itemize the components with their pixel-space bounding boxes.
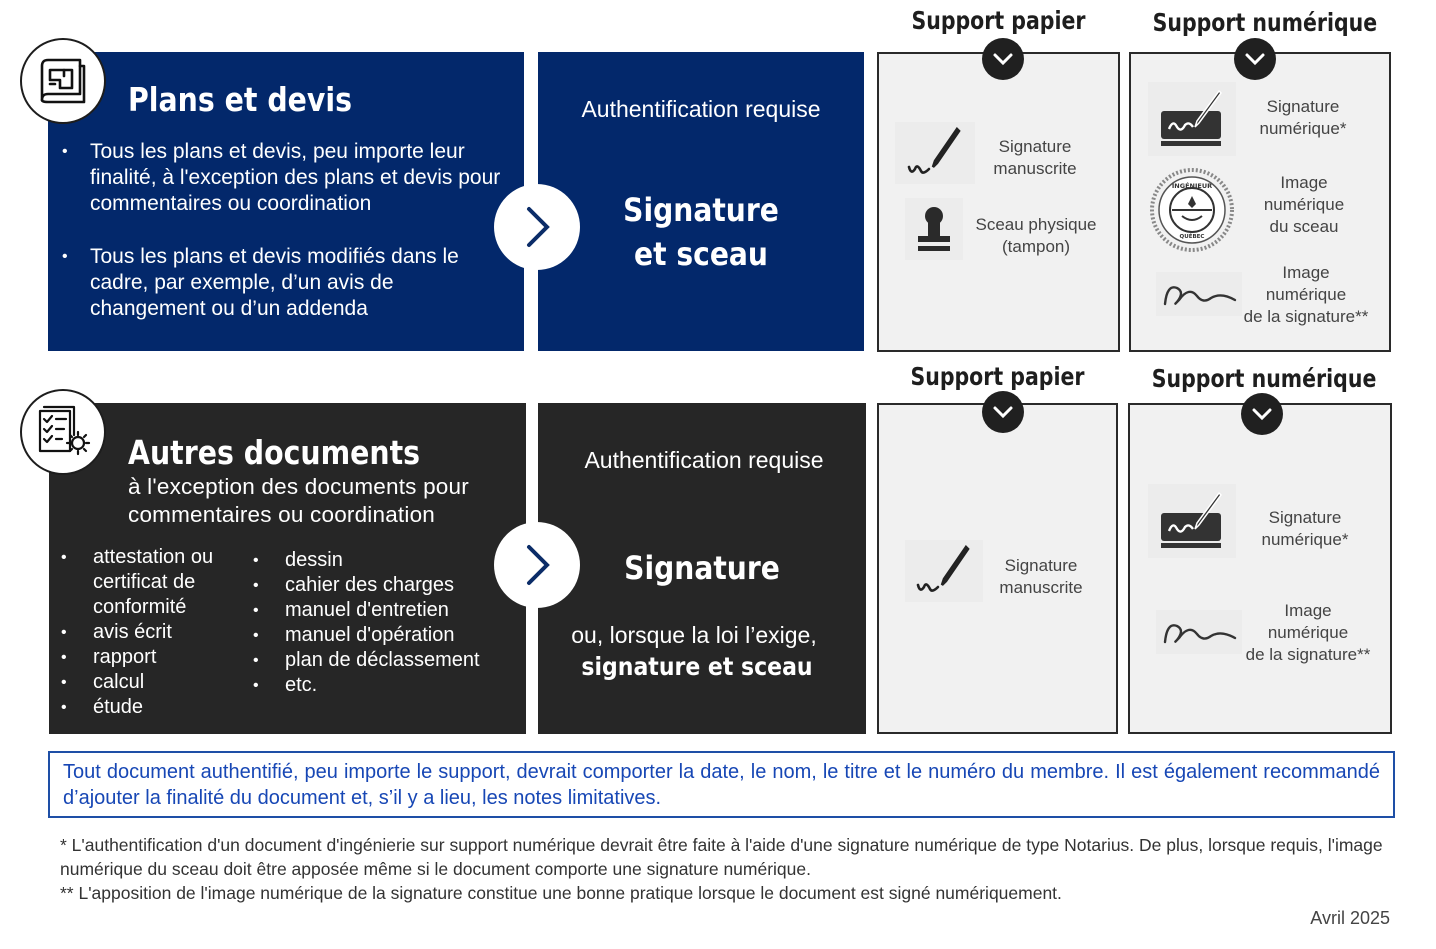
list-item: manuel d'entretien (241, 598, 511, 623)
arrow-circle-1 (494, 184, 580, 270)
section2-subtitle: à l'exception des documents pour comment… (128, 474, 469, 527)
digital-panel-2 (1128, 403, 1392, 734)
footnote-2: ** L'apposition de l'image numérique de … (60, 883, 1062, 903)
digital-signature-icon (1148, 82, 1236, 156)
paper-header-1: Support papier (911, 6, 1086, 35)
chevron-down-icon (1234, 38, 1276, 80)
list-item: rapport (49, 645, 249, 670)
list-item: etc. (241, 673, 511, 698)
documents-icon-badge (20, 389, 106, 475)
list-item: cahier des charges (241, 573, 511, 598)
signature-scribble-icon (1156, 610, 1242, 654)
section2-bullets-left: attestation ou certificat de conformité … (49, 545, 249, 720)
list-item: plan de déclassement (241, 648, 511, 673)
digital-header-1: Support numérique (1152, 8, 1378, 37)
paper-header-2: Support papier (910, 362, 1085, 391)
blueprint-icon (40, 58, 86, 104)
publication-date: Avril 2025 (1310, 908, 1390, 928)
checklist-gear-icon (38, 405, 91, 456)
chevron-right-icon (527, 207, 550, 247)
seal-text-bottom: QUÉBEC (1180, 232, 1205, 240)
list-item: manuel d'opération (241, 623, 511, 648)
blueprint-icon-badge (20, 38, 106, 124)
handwritten-pen-icon (895, 122, 975, 184)
list-item: attestation ou certificat de conformité (49, 545, 249, 620)
section1-bullets: Tous les plans et devis, peu importe leu… (50, 139, 510, 322)
section2-bullets-right: dessin cahier des charges manuel d'entre… (241, 548, 511, 698)
seal-text-top: INGÉNIEUR (1172, 181, 1212, 190)
engineer-seal-icon: INGÉNIEUR QUÉBEC (1150, 168, 1234, 252)
requirement-2: Signature (624, 549, 780, 587)
stamp-icon (905, 198, 963, 260)
handwritten-pen-icon (905, 540, 983, 602)
list-item: Tous les plans et devis, peu importe leu… (50, 139, 510, 217)
requirement-panel-2 (538, 403, 866, 734)
digital-header-2: Support numérique (1151, 364, 1377, 393)
list-item: Tous les plans et devis modifiés dans le… (50, 244, 510, 322)
list-item: calcul (49, 670, 249, 695)
digital-signature-icon (1148, 484, 1236, 558)
chevron-down-icon (982, 38, 1024, 80)
chevron-down-icon (1241, 393, 1283, 435)
requirement-panel-1 (538, 52, 864, 351)
chevron-right-icon (527, 545, 550, 585)
section2-title: Autres documents (128, 433, 421, 472)
requirement-alt-line2: signature et sceau (581, 652, 813, 681)
list-item: avis écrit (49, 620, 249, 645)
list-item: dessin (241, 548, 511, 573)
signature-scribble-icon (1156, 272, 1242, 316)
section1-title: Plans et devis (128, 80, 353, 119)
requirement-1: Signature et sceau (623, 191, 779, 273)
list-item: étude (49, 695, 249, 720)
authentication-note: Tout document authentifié, peu importe l… (48, 751, 1395, 818)
paper-item-label: Sceau physique(tampon) (975, 215, 1097, 256)
auth-label-1: Authentification requise (581, 96, 821, 122)
chevron-down-icon (982, 391, 1024, 433)
arrow-circle-2 (494, 522, 580, 608)
auth-label-2: Authentification requise (584, 447, 824, 473)
requirement-alt-line1: ou, lorsque la loi l’exige, (571, 622, 817, 648)
footnote-1: * L'authentification d'un document d'ing… (60, 835, 1383, 879)
paper-panel-1 (877, 52, 1120, 352)
